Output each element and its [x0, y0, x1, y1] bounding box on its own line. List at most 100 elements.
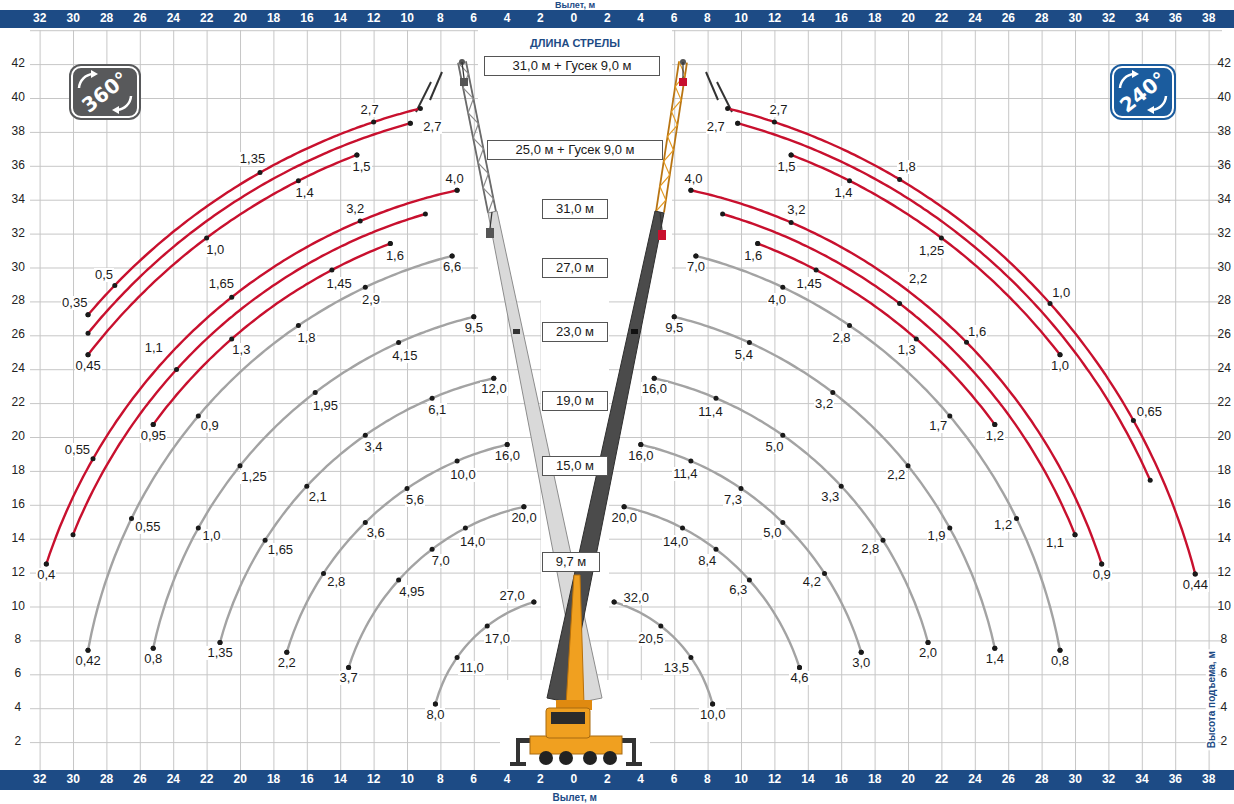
load-point [1058, 352, 1063, 357]
load-point [151, 646, 156, 651]
load-value: 1,45 [796, 277, 823, 291]
height-number: 26 [12, 328, 25, 342]
load-value: 8,4 [697, 554, 717, 568]
hook-rope [490, 212, 492, 228]
load-value: 1,4 [295, 186, 315, 200]
load-point [463, 526, 468, 531]
load-value: 1,6 [385, 249, 405, 263]
load-point [789, 220, 794, 225]
load-point [652, 376, 657, 381]
load-point [430, 396, 435, 401]
axis-number: 16 [835, 773, 848, 787]
axis-number: 20 [234, 773, 247, 787]
load-value: 2,7 [706, 120, 726, 134]
outrigger-pad [626, 762, 642, 766]
load-point [86, 352, 91, 357]
load-point [296, 323, 301, 328]
load-point [612, 600, 617, 605]
arrow-head [91, 70, 98, 78]
load-point [531, 600, 536, 605]
height-number: 42 [1218, 57, 1231, 71]
load-point [354, 152, 359, 157]
load-point [455, 188, 460, 193]
load-point [258, 170, 263, 175]
load-point [450, 253, 455, 258]
load-value: 1,4 [833, 186, 853, 200]
hook-block [679, 78, 687, 86]
load-value: 5,4 [734, 348, 754, 362]
load-point [688, 188, 693, 193]
load-value: 16,0 [641, 382, 668, 396]
axis-number: 10 [735, 773, 748, 787]
axis-number: 36 [1169, 773, 1182, 787]
load-point [455, 655, 460, 660]
load-value: 2,8 [326, 575, 346, 589]
height-number: 32 [1218, 227, 1231, 241]
jib-icon [430, 72, 442, 100]
jib-load-curve [723, 214, 1075, 535]
load-point [363, 285, 368, 290]
load-point [91, 456, 96, 461]
load-value: 2,9 [361, 293, 381, 307]
load-point [1193, 572, 1198, 577]
hook-block [658, 230, 666, 240]
load-value: 3,2 [345, 202, 365, 216]
load-point [418, 106, 423, 111]
load-point [622, 504, 627, 509]
axis-number: 18 [868, 773, 881, 787]
load-point [329, 268, 334, 273]
load-point [196, 526, 201, 531]
axis-number: 14 [334, 12, 347, 26]
boom-length: 25,0 м + Гусек 9,0 м [516, 142, 635, 157]
load-point [612, 600, 617, 605]
load-value: 20,0 [611, 511, 638, 525]
load-value: 1,2 [993, 518, 1013, 532]
load-value: 0,35 [61, 296, 88, 310]
load-value: 1,5 [351, 160, 371, 174]
jib-icon [717, 82, 732, 112]
height-number: 34 [1218, 193, 1231, 207]
load-value: 1,25 [918, 244, 945, 258]
jib-load-curve [88, 108, 420, 314]
icon-border [72, 67, 138, 117]
load-point [505, 442, 510, 447]
load-point [44, 562, 49, 567]
load-value: 3,7 [339, 671, 359, 685]
axis-number: 10 [401, 12, 414, 26]
load-point [725, 106, 730, 111]
axis-number: 30 [1069, 773, 1082, 787]
jib-load-curve [758, 244, 995, 425]
axis-number: 10 [735, 12, 748, 26]
axis-number: 22 [935, 773, 948, 787]
load-value: 7,3 [723, 493, 743, 507]
height-number: 22 [12, 396, 25, 410]
load-point [531, 600, 536, 605]
load-value: 1,65 [208, 277, 235, 291]
load-value: 0,95 [140, 429, 167, 443]
load-point [505, 442, 510, 447]
load-point [1058, 352, 1063, 357]
axis-number: 28 [1035, 12, 1048, 26]
jib-load-curve [738, 123, 1150, 480]
outrigger-pad [510, 762, 526, 766]
axis-number: 12 [367, 773, 380, 787]
load-point [388, 241, 393, 246]
load-value: 1,4 [985, 652, 1005, 666]
load-value: 6,6 [442, 260, 462, 274]
load-point [747, 340, 752, 345]
load-value: 3,2 [786, 203, 806, 217]
height-number: 34 [12, 193, 25, 207]
arrow-head [112, 106, 119, 114]
load-point [388, 241, 393, 246]
load-value: 5,6 [405, 493, 425, 507]
load-point [714, 396, 719, 401]
load-value: 0,44 [1182, 578, 1209, 592]
load-point [86, 648, 91, 653]
load-point [263, 538, 268, 543]
load-point [755, 241, 760, 246]
load-value: 4,0 [683, 172, 703, 186]
load-point [151, 422, 156, 427]
load-value: 10,0 [449, 468, 476, 482]
boom-load-curve [88, 256, 452, 650]
axis-number: 6 [470, 773, 477, 787]
